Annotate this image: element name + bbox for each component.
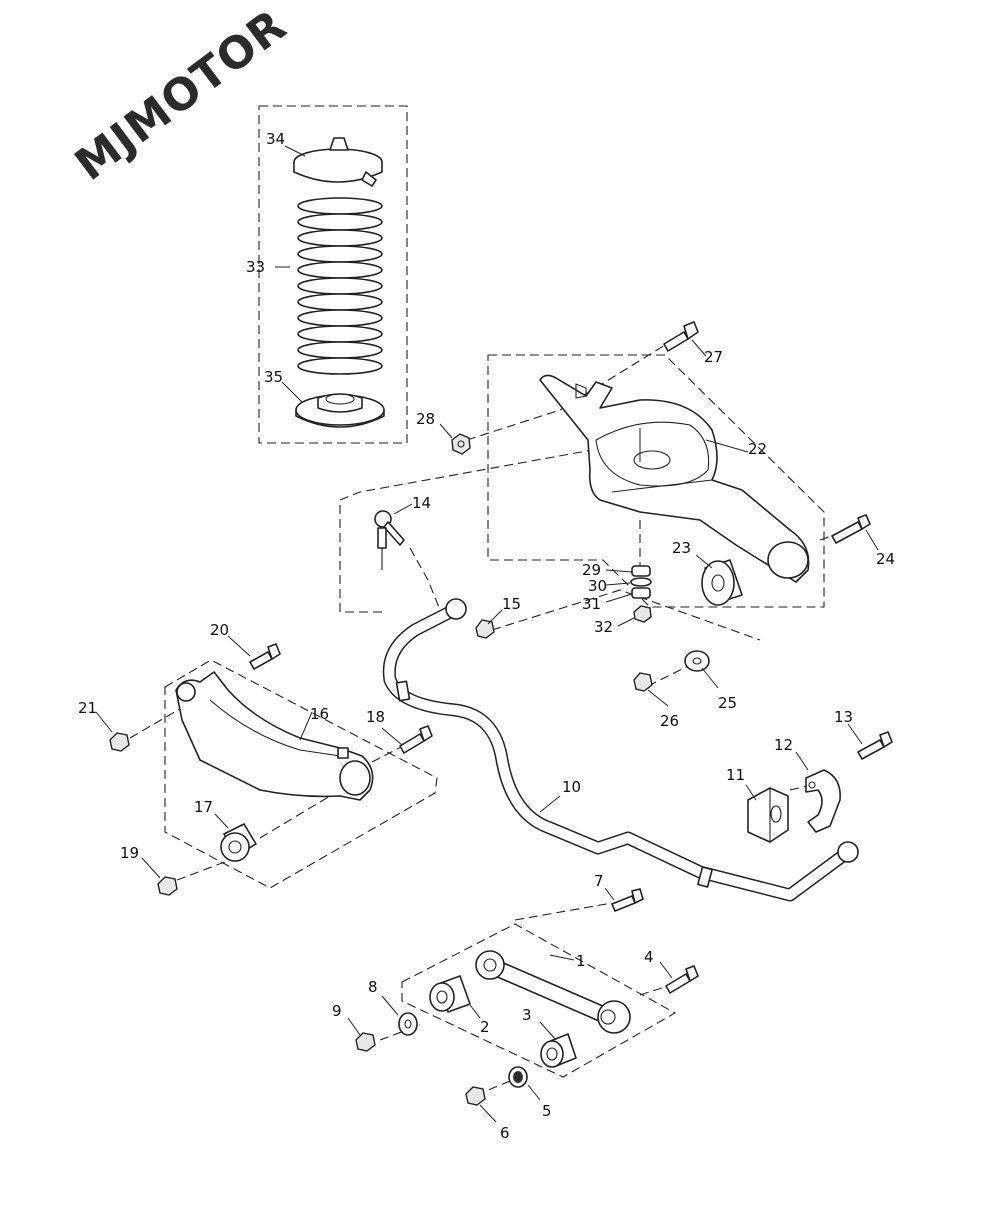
callout-5: 5 bbox=[542, 1102, 552, 1120]
callout-1: 1 bbox=[576, 952, 586, 970]
coil-spring-assembly-frame bbox=[258, 105, 408, 444]
callout-8: 8 bbox=[368, 978, 378, 996]
callout-21: 21 bbox=[78, 699, 97, 717]
washer-5 bbox=[508, 1066, 528, 1088]
bushing-31 bbox=[631, 587, 651, 599]
callout-13: 13 bbox=[834, 708, 853, 726]
bolt-4 bbox=[665, 965, 699, 994]
nut-32 bbox=[633, 605, 652, 623]
callout-15: 15 bbox=[502, 595, 521, 613]
callout-2: 2 bbox=[480, 1018, 490, 1036]
stabilizer-link-14 bbox=[374, 510, 405, 570]
mjmotor-watermark: MJMOTOR bbox=[66, 0, 296, 191]
stabilizer-bushing-11 bbox=[747, 787, 789, 843]
bolt-24 bbox=[831, 514, 871, 544]
callout-11: 11 bbox=[726, 766, 745, 784]
nut-26 bbox=[633, 672, 653, 692]
bushing-17 bbox=[220, 823, 257, 862]
nut-15 bbox=[475, 619, 495, 639]
callout-4: 4 bbox=[644, 948, 654, 966]
bolt-20 bbox=[249, 643, 281, 670]
callout-23: 23 bbox=[672, 539, 691, 557]
nut-21 bbox=[109, 732, 130, 752]
bushing-29 bbox=[631, 565, 651, 577]
bushing-23 bbox=[701, 559, 743, 606]
callout-16: 16 bbox=[310, 705, 329, 723]
callout-24: 24 bbox=[876, 550, 895, 568]
upper-spring-seat-34 bbox=[293, 137, 383, 187]
bolt-27 bbox=[663, 321, 699, 352]
callout-17: 17 bbox=[194, 798, 213, 816]
lateral-link-1 bbox=[475, 950, 631, 1034]
callout-19: 19 bbox=[120, 844, 139, 862]
callout-20: 20 bbox=[210, 621, 229, 639]
bolt-7 bbox=[611, 888, 644, 912]
callout-12: 12 bbox=[774, 736, 793, 754]
washer-8 bbox=[398, 1012, 418, 1036]
rear-lower-arm-22 bbox=[539, 374, 810, 583]
callout-31: 31 bbox=[582, 595, 601, 613]
washer-30 bbox=[630, 577, 652, 587]
bushing-2 bbox=[429, 975, 471, 1013]
callout-33: 33 bbox=[246, 258, 265, 276]
callout-10: 10 bbox=[562, 778, 581, 796]
upper-arm-16 bbox=[175, 671, 374, 801]
callout-26: 26 bbox=[660, 712, 679, 730]
callout-34: 34 bbox=[266, 130, 285, 148]
callout-18: 18 bbox=[366, 708, 385, 726]
lateral-link-frame bbox=[401, 923, 677, 1078]
lower-spring-insulator-35 bbox=[295, 393, 385, 428]
callout-numbers: 1 2 3 4 5 6 7 8 9 10 11 12 13 14 15 16 1… bbox=[78, 130, 895, 1142]
callout-3: 3 bbox=[522, 1006, 532, 1024]
callout-leaders bbox=[95, 145, 879, 1123]
callout-7: 7 bbox=[594, 872, 604, 890]
callout-25: 25 bbox=[718, 694, 737, 712]
rear-lower-arm-frame bbox=[487, 354, 825, 608]
nut-28 bbox=[451, 433, 471, 455]
callout-29: 29 bbox=[582, 561, 601, 579]
callout-22: 22 bbox=[748, 440, 767, 458]
nut-9 bbox=[355, 1032, 376, 1052]
end-link-frame bbox=[339, 505, 384, 613]
callout-32: 32 bbox=[594, 618, 613, 636]
callout-28: 28 bbox=[416, 410, 435, 428]
stabilizer-bar-10 bbox=[382, 598, 859, 902]
upper-arm-frame bbox=[164, 659, 438, 889]
callout-30: 30 bbox=[588, 577, 607, 595]
nut-19 bbox=[157, 876, 178, 896]
washer-25 bbox=[684, 650, 710, 672]
callout-6: 6 bbox=[500, 1124, 510, 1142]
callout-35: 35 bbox=[264, 368, 283, 386]
callout-9: 9 bbox=[332, 1002, 342, 1020]
bolt-18 bbox=[399, 725, 433, 754]
callout-27: 27 bbox=[704, 348, 723, 366]
callout-14: 14 bbox=[412, 494, 431, 512]
bushing-3 bbox=[540, 1033, 577, 1068]
bolt-13 bbox=[857, 731, 893, 760]
stabilizer-clamp-12 bbox=[805, 769, 841, 833]
nut-6 bbox=[465, 1086, 486, 1106]
coil-spring bbox=[297, 197, 383, 375]
